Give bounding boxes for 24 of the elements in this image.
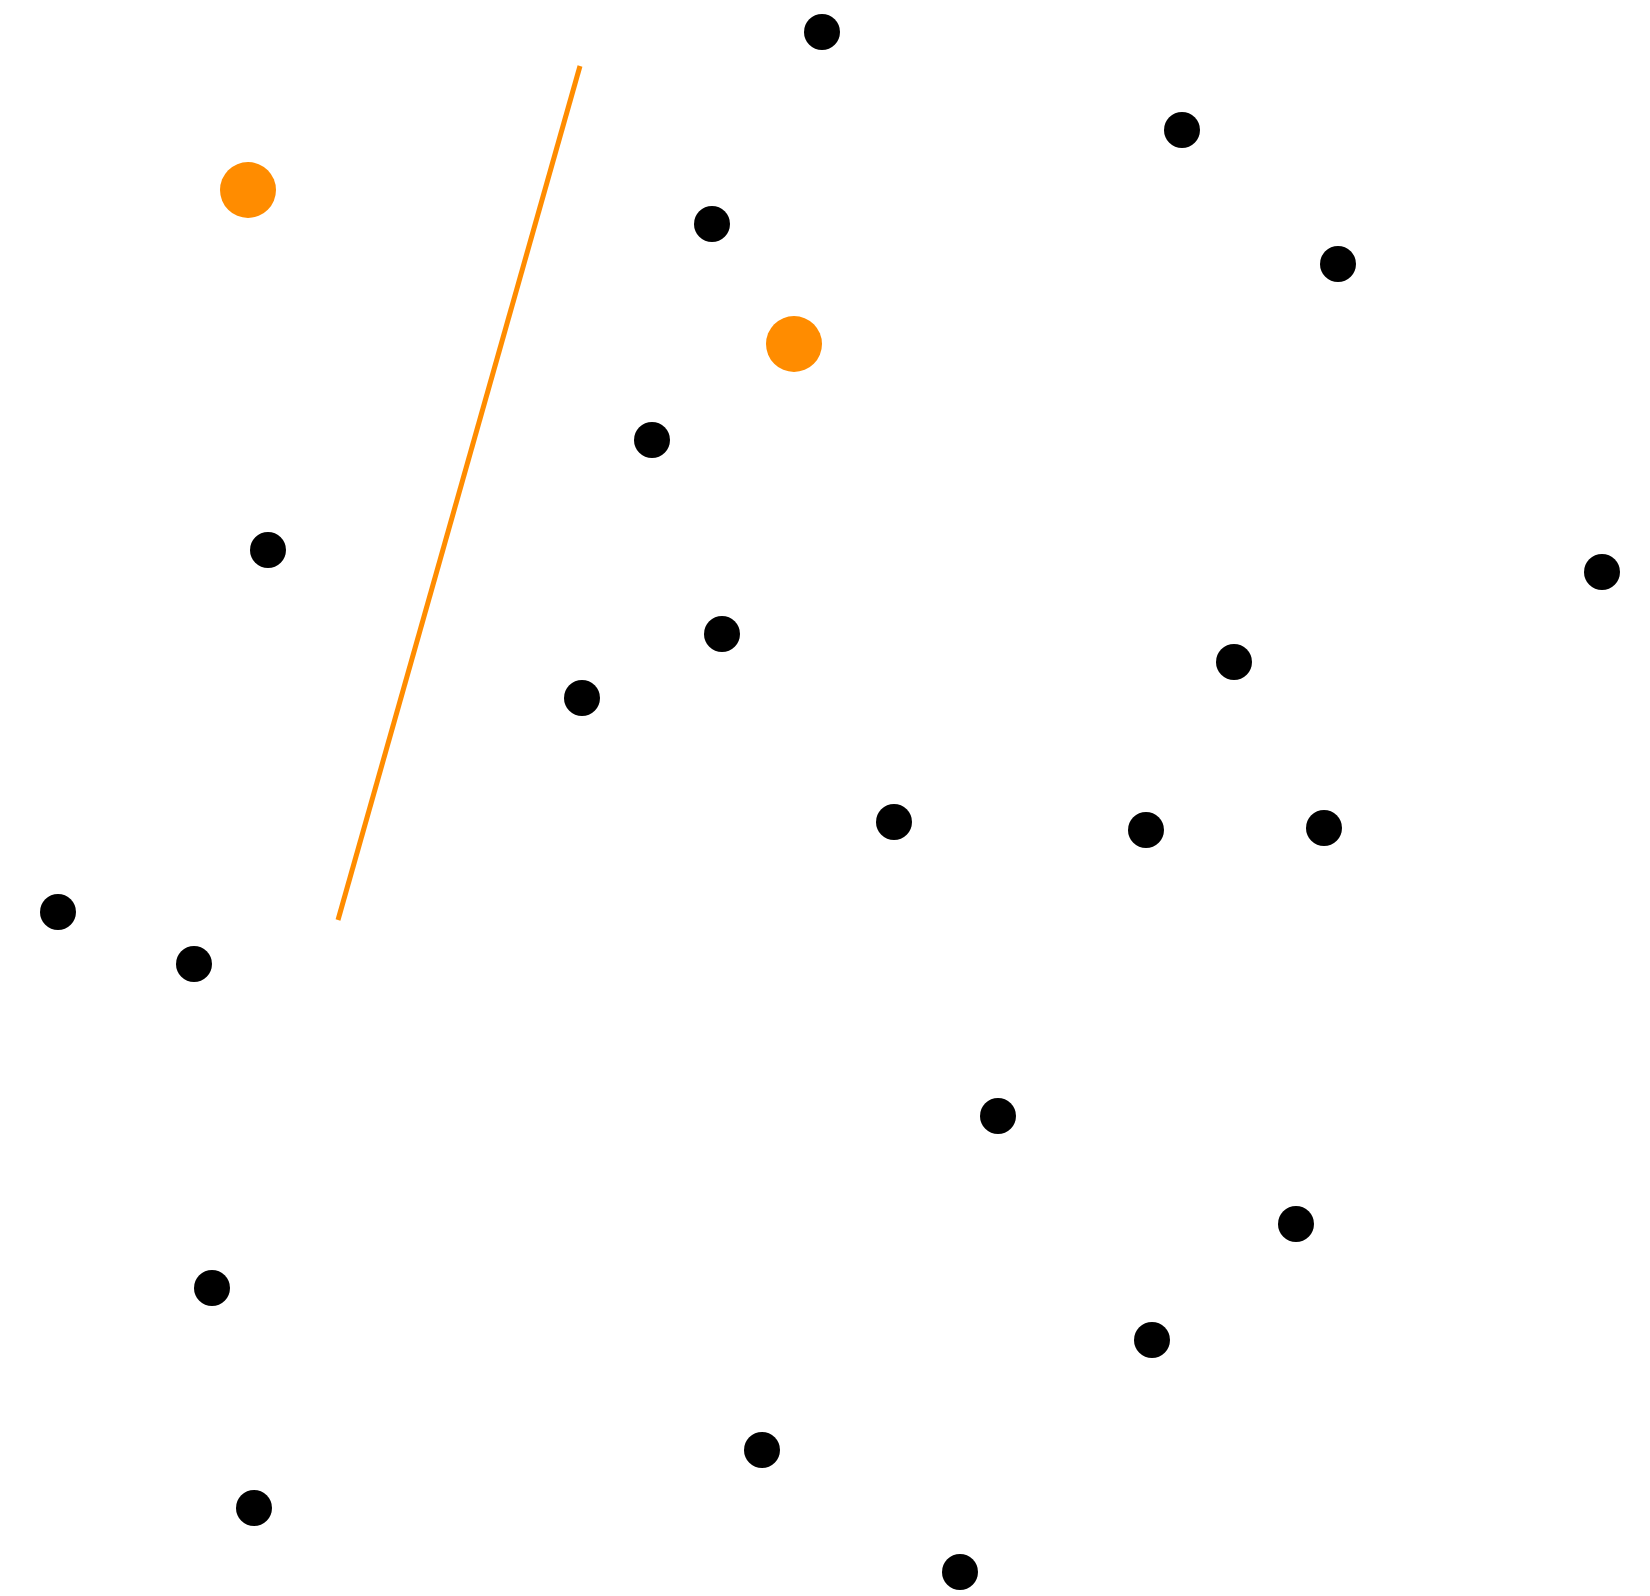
dot (634, 422, 670, 458)
dot (236, 1490, 272, 1526)
dot (1216, 644, 1252, 680)
dot (1134, 1322, 1170, 1358)
dot (40, 894, 76, 930)
dot (176, 946, 212, 982)
dot (1306, 810, 1342, 846)
dot (194, 1270, 230, 1306)
dot (1320, 246, 1356, 282)
dot (704, 616, 740, 652)
dot (1164, 112, 1200, 148)
dot (220, 162, 276, 218)
dot (804, 14, 840, 50)
dot (250, 532, 286, 568)
dot (980, 1098, 1016, 1134)
dot (942, 1554, 978, 1590)
dot (876, 804, 912, 840)
dot (1128, 812, 1164, 848)
dot (564, 680, 600, 716)
dot (694, 206, 730, 242)
dot (744, 1432, 780, 1468)
dot (766, 316, 822, 372)
dot (1278, 1206, 1314, 1242)
dot (1584, 554, 1620, 590)
